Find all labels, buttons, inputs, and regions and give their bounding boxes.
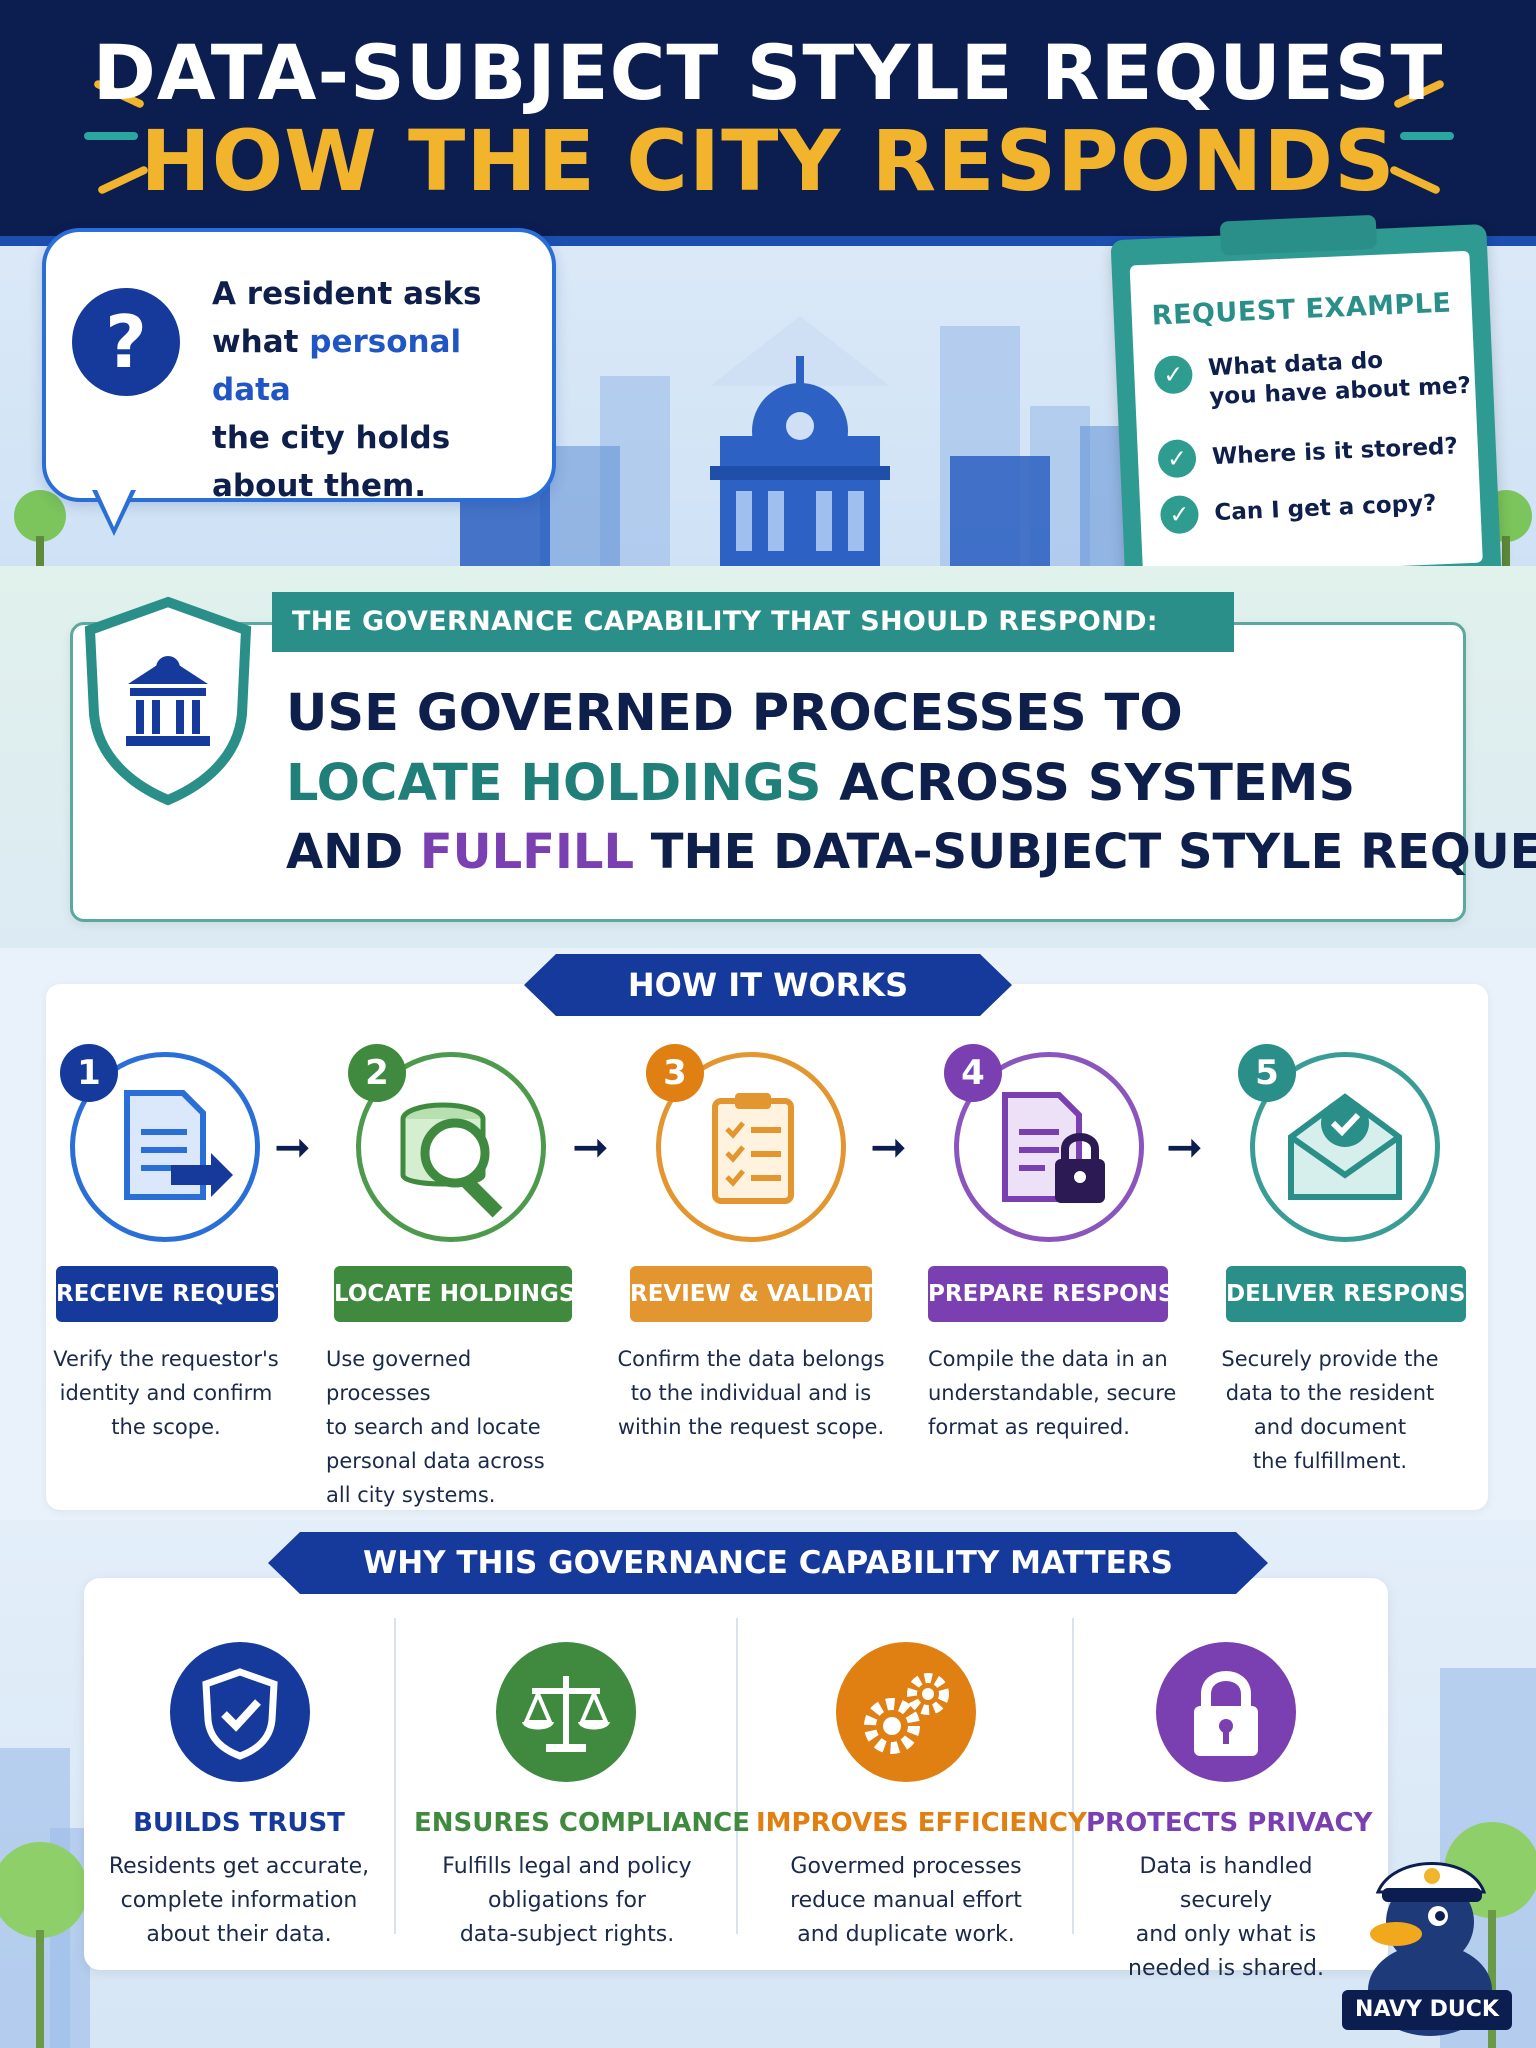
resident-question-text: A resident asks what personal data the c… <box>212 276 482 504</box>
clipboard-check-icon <box>712 1093 794 1204</box>
checkmark-icon: ✓ <box>1159 494 1200 535</box>
step-3-description: Confirm the data belongs to the individu… <box>617 1347 885 1439</box>
envelope-check-icon <box>1288 1093 1402 1200</box>
step-2-number: 2 <box>348 1044 406 1102</box>
step-5-number: 5 <box>1238 1044 1296 1102</box>
database-search-icon <box>400 1102 503 1218</box>
question-icon: ? <box>72 288 180 396</box>
step-3-number: 3 <box>646 1044 704 1102</box>
step-5-label: DELIVER RESPONSE <box>1226 1266 1481 1322</box>
step-1-icon-circle <box>70 1052 260 1242</box>
header: DATA-SUBJECT STYLE REQUEST HOW THE CITY … <box>0 0 1536 236</box>
arrow-right-icon: ➞ <box>1166 1122 1203 1173</box>
gears-icon <box>864 1673 949 1754</box>
step-5-description: Securely provide the data to the residen… <box>1221 1347 1439 1473</box>
how-it-works-title: HOW IT WORKS <box>556 954 980 1016</box>
step-3-label: REVIEW & VALIDATE <box>630 1266 891 1322</box>
government-building-shield-icon <box>84 596 252 806</box>
why-4-description: Data is handled securely and only what i… <box>1128 1854 1324 1981</box>
why-3-description: Govermed processes reduce manual effort … <box>790 1854 1022 1947</box>
scales-icon <box>522 1676 610 1752</box>
request-example-title: REQUEST EXAMPLE <box>1151 287 1452 332</box>
why-3-icon-circle <box>836 1642 976 1782</box>
step-2-description: Use governed processes to search and loc… <box>326 1347 545 1507</box>
why-it-matters-title: WHY THIS GOVERNANCE CAPABILITY MATTERS <box>300 1532 1236 1594</box>
divider <box>394 1618 396 1934</box>
arrow-right-icon: ➞ <box>572 1122 609 1173</box>
title-line-1: DATA-SUBJECT STYLE REQUEST <box>92 28 1444 117</box>
why-1-description: Residents get accurate, complete informa… <box>108 1854 370 1947</box>
tree-icon <box>14 490 66 566</box>
decor-ray <box>1400 132 1454 140</box>
tree-icon <box>0 1842 88 2048</box>
capability-line-3: AND FULFILL THE DATA-SUBJECT STYLE REQUE… <box>286 824 1536 880</box>
why-4-title: PROTECTS PRIVACY <box>1086 1808 1373 1838</box>
step-1-number: 1 <box>60 1044 118 1102</box>
document-lock-icon <box>1002 1092 1105 1203</box>
why-2-icon-circle <box>496 1642 636 1782</box>
why-4-icon-circle <box>1156 1642 1296 1782</box>
capability-line-2: LOCATE HOLDINGS ACROSS SYSTEMS <box>286 754 1356 813</box>
brand-label: NAVY DUCK <box>1342 1990 1512 2030</box>
step-2-label: LOCATE HOLDINGS <box>334 1266 576 1322</box>
arrow-right-icon: ➞ <box>274 1122 311 1173</box>
request-example-item: ✓ Can I get a copy? <box>1159 483 1481 535</box>
step-1-description: Verify the requestor's identity and conf… <box>53 1347 279 1439</box>
capability-label: THE GOVERNANCE CAPABILITY THAT SHOULD RE… <box>272 592 1234 652</box>
clipboard-clip <box>1219 214 1378 256</box>
city-hall-illustration <box>710 316 890 566</box>
decor-ray <box>84 132 138 140</box>
step-4-number: 4 <box>944 1044 1002 1102</box>
request-example-item: ✓ Where is it stored? <box>1157 427 1478 479</box>
checkmark-icon: ✓ <box>1153 354 1194 395</box>
divider <box>736 1618 738 1934</box>
padlock-icon <box>1194 1671 1258 1756</box>
why-2-title: ENSURES COMPLIANCE <box>414 1808 750 1838</box>
step-4-label: PREPARE RESPONSE <box>928 1266 1190 1322</box>
step-4-description: Compile the data in an understandable, s… <box>928 1347 1177 1439</box>
divider <box>1072 1618 1074 1934</box>
why-1-title: BUILDS TRUST <box>133 1808 345 1838</box>
why-2-description: Fulfills legal and policy obligations fo… <box>442 1854 692 1947</box>
title-line-2: HOW THE CITY RESPONDS <box>140 112 1396 210</box>
step-4-icon-circle <box>954 1052 1144 1242</box>
step-1-label: RECEIVE REQUEST <box>56 1266 292 1322</box>
why-3-title: IMPROVES EFFICIENCY <box>756 1808 1087 1838</box>
capability-line-1: USE GOVERNED PROCESSES TO <box>286 684 1183 743</box>
shield-check-icon <box>202 1668 278 1760</box>
arrow-right-icon: ➞ <box>870 1122 907 1173</box>
checkmark-icon: ✓ <box>1157 438 1197 479</box>
document-arrow-icon <box>124 1090 233 1200</box>
why-1-icon-circle <box>170 1642 310 1782</box>
